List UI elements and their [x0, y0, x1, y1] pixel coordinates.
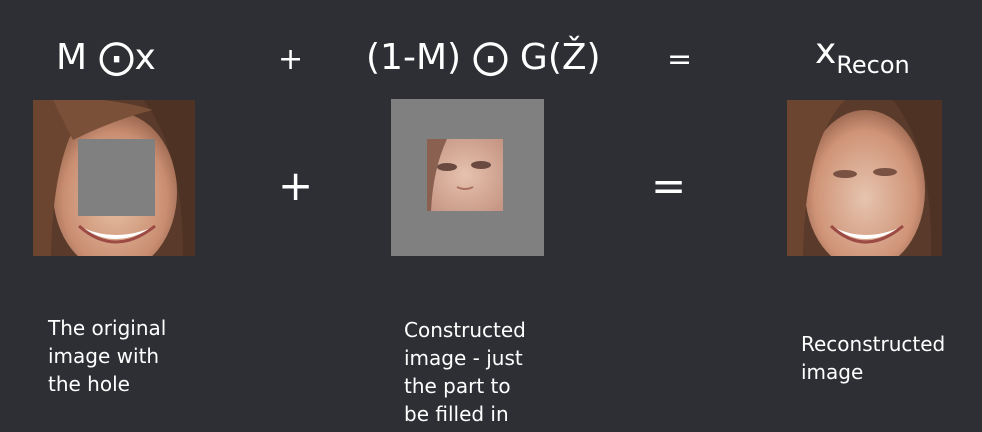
plus-operator-middle: + — [278, 161, 314, 210]
masked-face-image — [33, 100, 195, 256]
generated-patch-image — [391, 99, 544, 256]
caption-constructed-line-4: be filled in — [404, 402, 509, 426]
equals-operator-middle: = — [651, 161, 687, 210]
caption-constructed-line-2: image - just — [404, 346, 523, 370]
caption-reconstructed-line-2: image — [801, 360, 864, 384]
reconstructed-face-image — [787, 100, 942, 256]
plus-operator-top: + — [278, 42, 304, 77]
mask-hole — [78, 139, 155, 216]
formula-result-base: x — [815, 31, 837, 72]
caption-reconstructed-line-1: Reconstructed — [801, 332, 946, 356]
generated-patch-illustration — [427, 139, 503, 211]
formula-term-generated: (1-M) ⨀ G(Ž) — [366, 37, 601, 78]
formula-term-masked-input: M ⨀x — [56, 37, 156, 78]
caption-original-line-1: The original — [48, 316, 167, 340]
caption-constructed-line-1: Constructed — [404, 318, 526, 342]
caption-original-line-3: the hole — [48, 372, 130, 396]
formula-result: xRecon — [815, 30, 910, 79]
caption-original-line-2: image with — [48, 344, 160, 368]
formula-result-subscript: Recon — [836, 51, 910, 79]
caption-reconstructed: Reconstructed image — [801, 330, 945, 386]
caption-constructed-line-3: the part to — [404, 374, 511, 398]
face-illustration-reconstructed — [787, 100, 942, 256]
caption-constructed: Constructed image - just the part to be … — [404, 316, 526, 428]
caption-original: The original image with the hole — [48, 314, 166, 398]
equals-operator-top: = — [667, 42, 693, 77]
